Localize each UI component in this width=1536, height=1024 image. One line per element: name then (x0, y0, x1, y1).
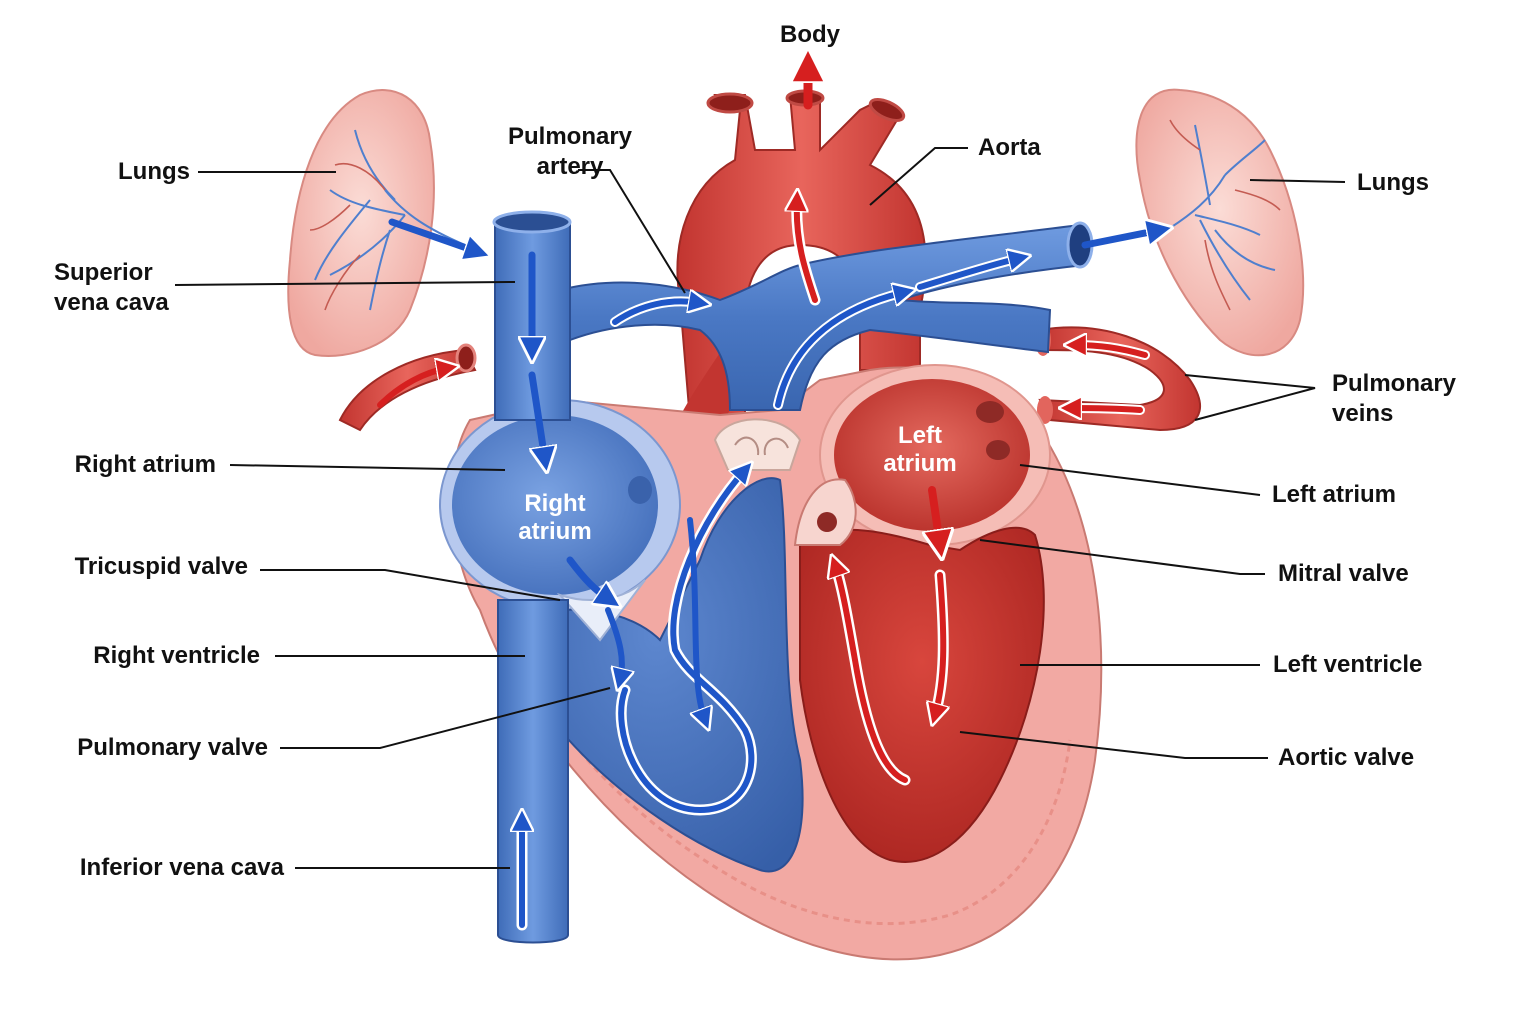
inner-label-right-atrium-line1: Right (524, 490, 586, 517)
right-lung (1135, 88, 1305, 357)
inner-label-left-atrium-line2: atrium (883, 450, 957, 477)
label-pulmonary-veins: Pulmonary veins (1332, 369, 1492, 429)
inner-label-left-atrium: Left atrium (865, 422, 975, 478)
label-right-atrium: Right atrium (74, 451, 216, 478)
label-superior-vena-cava-line2: vena cava (54, 289, 169, 316)
inner-label-left-atrium-line1: Left (898, 422, 942, 449)
label-left-atrium: Left atrium (1272, 481, 1397, 508)
left-atrium-chamber (819, 364, 1051, 546)
aortic-valve-shape (793, 478, 857, 546)
label-inferior-vena-cava: Inferior vena cava (79, 854, 284, 881)
pulmonary-artery-vessel (558, 221, 1094, 411)
label-tricuspid-valve: Tricuspid valve (74, 553, 248, 580)
label-superior-vena-cava: Superior vena cava (54, 258, 214, 318)
label-pulmonary-artery-line1: Pulmonary (507, 123, 633, 150)
label-lungs-right: Lungs (1357, 169, 1429, 196)
label-superior-vena-cava-line1: Superior (54, 259, 153, 286)
right-ventricle-chamber (509, 477, 804, 873)
label-lungs-left: Lungs (118, 158, 190, 185)
label-pulmonary-artery-line2: artery (536, 153, 604, 180)
pulmonary-valve-shape (713, 418, 802, 471)
right-atrium-chamber (439, 399, 681, 611)
label-mitral-valve: Mitral valve (1278, 560, 1409, 587)
inner-label-right-atrium-line2: atrium (518, 518, 592, 545)
label-pulmonary-veins-line1: Pulmonary (1332, 370, 1457, 397)
deoxygenated-flow-arrows (388, 222, 1160, 931)
label-body: Body (780, 21, 840, 48)
label-aorta: Aorta (978, 134, 1041, 161)
inferior-vena-cava-vessel (497, 599, 569, 944)
label-aortic-valve: Aortic valve (1278, 744, 1415, 771)
oxygenated-flow-arrows (377, 65, 1150, 786)
label-left-ventricle: Left ventricle (1273, 651, 1423, 678)
left-red-vessel (338, 343, 477, 432)
leader-lines (174, 147, 1346, 869)
inner-label-right-atrium: Right atrium (500, 490, 610, 546)
label-pulmonary-artery: Pulmonary artery (480, 122, 660, 182)
left-lung (287, 89, 466, 357)
label-pulmonary-valve: Pulmonary valve (77, 734, 268, 761)
pulmonary-veins-vessel (1035, 324, 1201, 432)
label-pulmonary-veins-line2: veins (1332, 400, 1394, 427)
label-right-ventricle: Right ventricle (93, 642, 260, 669)
